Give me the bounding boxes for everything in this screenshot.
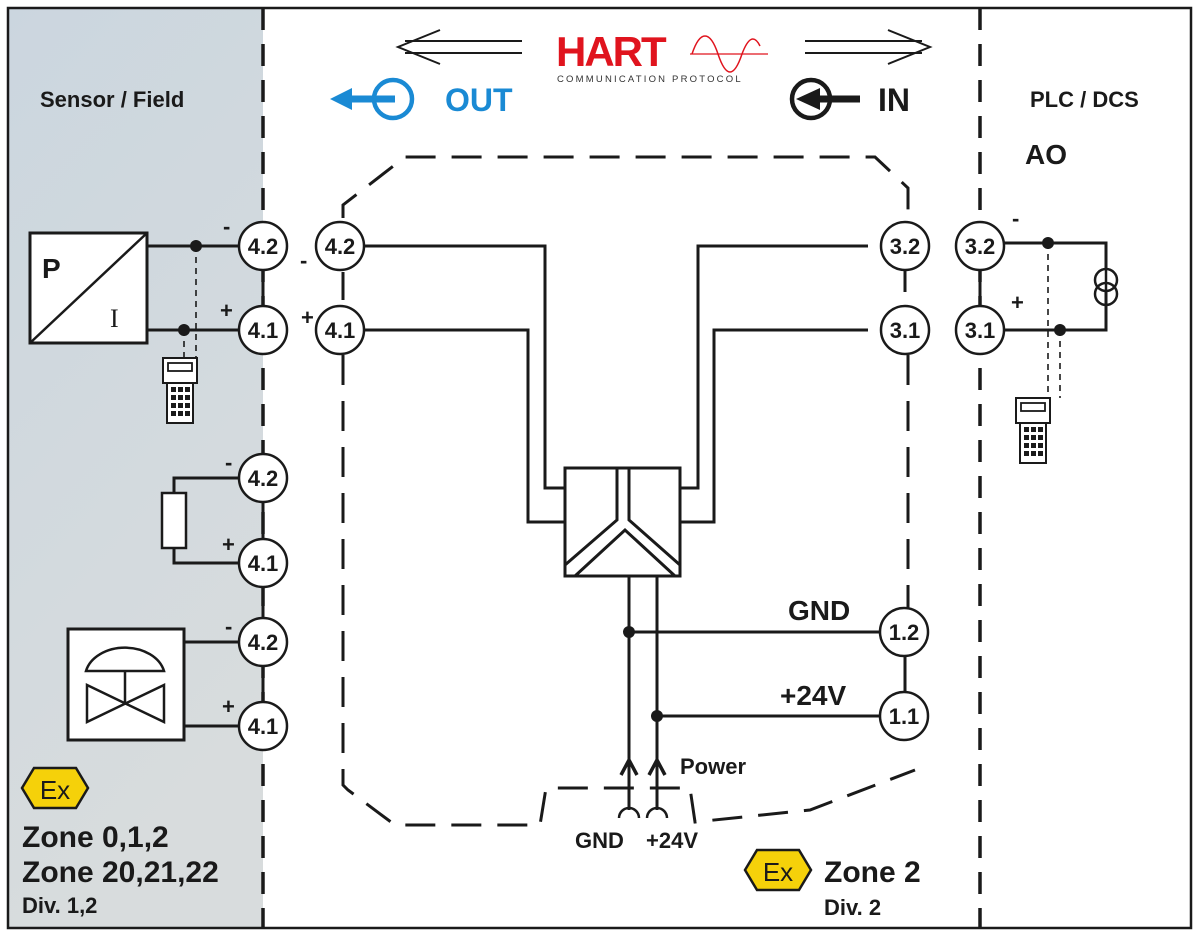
svg-text:1.2: 1.2	[889, 620, 920, 645]
ex-symbol-icon: Ex	[40, 775, 70, 805]
plc-dcs-title: PLC / DCS	[1030, 87, 1139, 112]
valve-actuator-icon	[66, 627, 186, 742]
hart-wave-icon	[691, 35, 761, 73]
svg-text:4.2: 4.2	[248, 466, 279, 491]
polarity-minus: -	[225, 614, 232, 639]
svg-text:4.2: 4.2	[248, 630, 279, 655]
in-indicator: IN	[789, 77, 910, 121]
terminal: 4.1	[237, 537, 289, 589]
ex-badge-safe: Ex	[743, 848, 813, 892]
in-arrow-icon	[796, 88, 820, 110]
polarity-plus: +	[222, 694, 235, 719]
polarity-minus: -	[1012, 206, 1019, 231]
terminal: 4.1	[314, 304, 366, 356]
power-label: Power	[680, 754, 746, 779]
polarity-plus: +	[220, 298, 233, 323]
power-arrow-icon	[647, 756, 667, 776]
hart-direction-arrow-right	[805, 29, 933, 65]
power-plug-icon	[645, 806, 669, 819]
terminal: 4.1	[237, 700, 289, 752]
hart-logo: HART COMMUNICATION PROTOCOL	[556, 28, 768, 85]
ex-badge-field: Ex	[20, 766, 90, 810]
terminal: 3.2	[954, 220, 1006, 272]
terminal: 4.2	[237, 452, 289, 504]
module-outline-top	[341, 155, 910, 218]
polarity-plus: +	[1011, 290, 1024, 315]
transmitter-i-label: I	[110, 304, 119, 333]
v24-label: +24V	[780, 680, 846, 711]
division-label: Div. 1,2	[22, 893, 97, 918]
svg-text:3.2: 3.2	[965, 234, 996, 259]
division-label: Div. 2	[824, 895, 881, 920]
out-label: OUT	[445, 82, 513, 118]
handheld-communicator-icon-plc	[1015, 397, 1051, 464]
hart-direction-arrow-left	[395, 29, 522, 65]
terminal: 4.2	[314, 220, 366, 272]
power-plug-icon	[617, 806, 641, 819]
terminal: 4.2	[237, 220, 289, 272]
terminal: 3.1	[954, 304, 1006, 356]
gnd-label: GND	[788, 595, 850, 626]
svg-text:4.2: 4.2	[325, 234, 356, 259]
svg-text:4.1: 4.1	[325, 318, 356, 343]
svg-text:4.2: 4.2	[248, 234, 279, 259]
polarity-minus: -	[300, 248, 307, 273]
zone-label: Zone 0,1,2	[22, 821, 169, 854]
hart-subtitle: COMMUNICATION PROTOCOL	[557, 74, 743, 85]
terminal: 3.2	[879, 220, 931, 272]
isolator-block	[563, 466, 682, 578]
current-source-icon	[1093, 267, 1119, 307]
terminal: 1.1	[878, 690, 930, 742]
module-input-terminals: 4.2 4.1 - +	[300, 220, 366, 356]
svg-text:4.1: 4.1	[248, 714, 279, 739]
bottom-gnd-label: GND	[575, 828, 624, 853]
terminal: 1.2	[878, 606, 930, 658]
out-circle-icon	[371, 77, 415, 121]
field-terminals: 4.2 4.1 4.2 4.1 4.2 4.1 - + - + - +	[220, 214, 289, 752]
ex-symbol-icon: Ex	[763, 857, 793, 887]
polarity-minus: -	[223, 214, 230, 239]
polarity-plus: +	[301, 305, 314, 330]
terminal: 4.1	[237, 304, 289, 356]
svg-text:3.1: 3.1	[890, 318, 921, 343]
bottom-v24-label: +24V	[646, 828, 698, 853]
terminal: 4.2	[237, 616, 289, 668]
svg-text:3.1: 3.1	[965, 318, 996, 343]
analog-output-label: AO	[1025, 139, 1067, 170]
polarity-plus: +	[222, 532, 235, 557]
polarity-minus: -	[225, 450, 232, 475]
module-outline-bottom	[341, 355, 916, 827]
resistor-icon	[160, 476, 238, 565]
hart-logo-text: HART	[556, 28, 667, 75]
zone-label: Zone 2	[824, 856, 921, 889]
outer-frame	[6, 6, 1193, 930]
svg-text:4.1: 4.1	[248, 318, 279, 343]
svg-text:3.2: 3.2	[890, 234, 921, 259]
in-label: IN	[878, 82, 910, 118]
transmitter-pi: P I	[28, 231, 149, 345]
handheld-communicator-icon-field	[162, 357, 198, 424]
out-indicator: OUT	[330, 77, 513, 121]
svg-text:4.1: 4.1	[248, 551, 279, 576]
svg-text:1.1: 1.1	[889, 704, 920, 729]
sensor-field-title: Sensor / Field	[40, 87, 184, 112]
zone-label: Zone 20,21,22	[22, 856, 219, 889]
transmitter-p-label: P	[42, 253, 61, 284]
power-arrow-icon	[619, 756, 639, 776]
out-arrow-icon	[330, 88, 352, 110]
terminal: 3.1	[879, 304, 931, 356]
